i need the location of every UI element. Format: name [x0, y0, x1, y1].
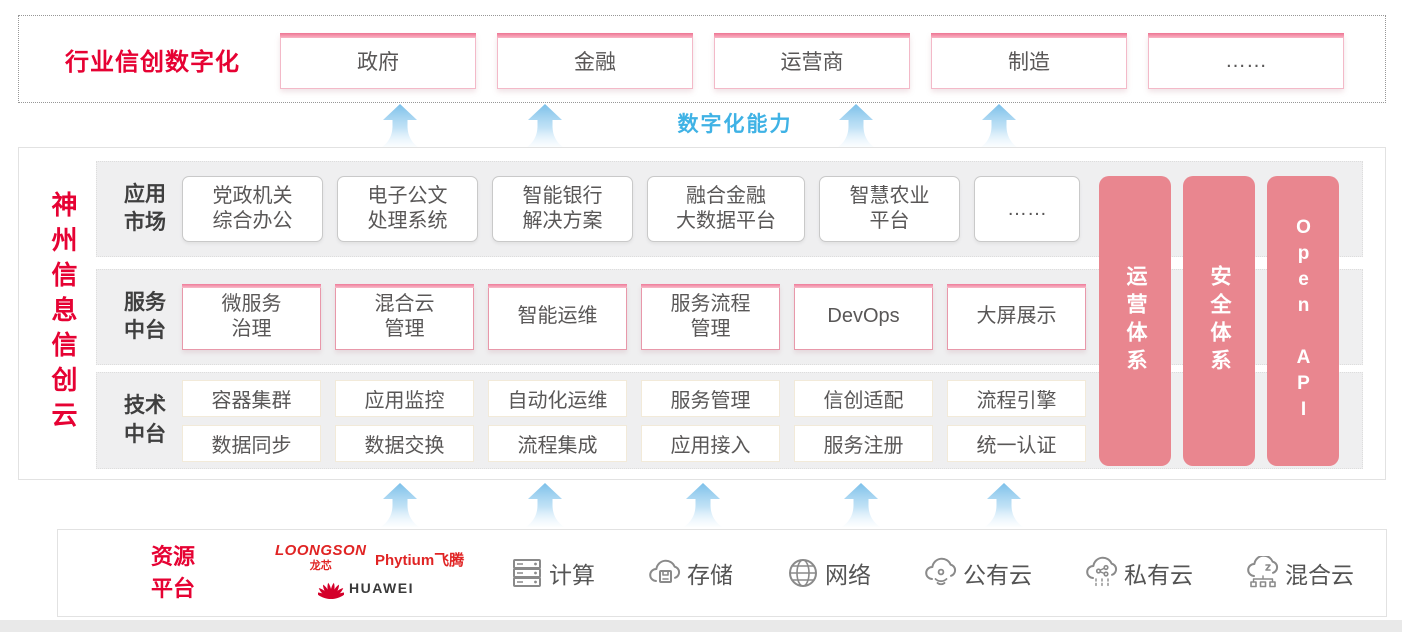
up-arrow-icon	[985, 483, 1023, 527]
tech-box-unified-auth: 统一认证	[947, 424, 1086, 462]
network-icon	[789, 559, 817, 587]
app-box-smart-bank: 智能银行 解决方案	[492, 176, 633, 242]
up-arrow-icon	[842, 483, 880, 527]
industry-box-government: 政府	[280, 33, 476, 89]
svc-box-intelligent-ops: 智能运维	[488, 284, 627, 350]
tech-box-app-access: 应用接入	[641, 424, 780, 462]
up-arrow-icon	[526, 483, 564, 527]
app-market-strip: 应用 市场 党政机关 综合办公 电子公文 处理系统 智能银行 解决方案 融合金融…	[96, 161, 1363, 257]
svc-box-devops: DevOps	[794, 284, 933, 350]
compute-icon	[513, 559, 541, 587]
tech-box-data-sync: 数据同步	[182, 424, 321, 462]
bottom-gray-strip	[0, 620, 1402, 632]
tech-platform-boxes: 容器集群 应用监控 自动化运维 服务管理 信创适配 流程引擎 数据同步 数据交换…	[182, 379, 1086, 462]
phytium-logo: Phytium飞腾	[375, 552, 465, 569]
resource-items: 计算 存储 网络 公有云	[510, 530, 1354, 616]
vendor-logos: LOONGSON 龙芯 Phytium飞腾 HUAWEI	[263, 536, 493, 612]
svc-box-microservice-governance: 微服务 治理	[182, 284, 321, 350]
app-market-label: 应用 市场	[124, 182, 166, 234]
resource-platform-panel: 资源 平台 LOONGSON 龙芯 Phytium飞腾 HUAWEI	[57, 529, 1387, 617]
loongson-logo: LOONGSON 龙芯	[275, 542, 367, 572]
platform-title: 神州信息信创云	[48, 191, 78, 436]
tech-box-data-exchange: 数据交换	[335, 424, 474, 462]
industry-digitalization-panel: 行业信创数字化 政府 金融 运营商 制造 ……	[18, 15, 1386, 103]
cloud-platform-panel: 神州信息信创云 应用 市场 党政机关 综合办公 电子公文 处理系统 智能银行 解…	[18, 147, 1386, 480]
capability-label: 数字化能力	[677, 113, 793, 136]
app-box-finance-bigdata: 融合金融 大数据平台	[647, 176, 805, 242]
app-box-party-office: 党政机关 综合办公	[182, 176, 323, 242]
industry-digitalization-label: 行业信创数字化	[65, 48, 240, 76]
huawei-flower-icon	[318, 582, 344, 600]
pillar-open-api: Open API	[1267, 176, 1339, 466]
tech-platform-label: 技术 中台	[124, 394, 166, 446]
tech-box-xinchuang-adaptation: 信创适配	[794, 379, 933, 417]
resource-platform-label: 资源 平台	[151, 544, 196, 601]
resource-item-network: 网络	[786, 556, 871, 590]
up-arrow-icon	[381, 483, 419, 527]
hybrid-cloud-icon	[1247, 556, 1279, 588]
svc-box-dashboard-display: 大屏展示	[947, 284, 1086, 350]
up-arrow-icon	[526, 104, 564, 148]
tech-box-process-engine: 流程引擎	[947, 379, 1086, 417]
industry-box-operator: 运营商	[714, 33, 910, 89]
public-cloud-icon	[925, 557, 957, 586]
resource-item-private-cloud: 私有云	[1085, 556, 1193, 590]
svc-box-service-process-mgmt: 服务流程 管理	[641, 284, 780, 350]
industry-list: 政府 金融 运营商 制造 ……	[280, 33, 1344, 89]
up-arrow-icon	[381, 104, 419, 148]
industry-box-more: ……	[1148, 33, 1344, 89]
resource-item-storage: 存储	[648, 556, 733, 590]
up-arrow-icon	[980, 104, 1018, 148]
up-arrow-icon	[684, 483, 722, 527]
tech-box-app-monitoring: 应用监控	[335, 379, 474, 417]
svc-box-hybrid-cloud-mgmt: 混合云 管理	[335, 284, 474, 350]
pillar-operations-system: 运营体系	[1099, 176, 1171, 466]
resource-item-public-cloud: 公有云	[924, 556, 1032, 590]
app-market-boxes: 党政机关 综合办公 电子公文 处理系统 智能银行 解决方案 融合金融 大数据平台…	[182, 176, 1080, 242]
tech-box-auto-ops: 自动化运维	[488, 379, 627, 417]
app-box-more: ……	[974, 176, 1080, 242]
tech-box-service-mgmt: 服务管理	[641, 379, 780, 417]
tech-platform-strip: 技术 中台 容器集群 应用监控 自动化运维 服务管理 信创适配 流程引擎 数据同…	[96, 372, 1363, 469]
resource-item-compute: 计算	[510, 556, 595, 590]
tech-box-container-cluster: 容器集群	[182, 379, 321, 417]
app-box-edoc-system: 电子公文 处理系统	[337, 176, 478, 242]
tech-box-process-integration: 流程集成	[488, 424, 627, 462]
resource-item-hybrid-cloud: 混合云	[1246, 556, 1354, 590]
app-box-smart-agriculture: 智慧农业 平台	[819, 176, 960, 242]
huawei-logo: HUAWEI	[318, 576, 414, 600]
service-platform-strip: 服务 中台 微服务 治理 混合云 管理 智能运维 服务流程 管理 DevOps …	[96, 269, 1363, 365]
industry-box-finance: 金融	[497, 33, 693, 89]
private-cloud-icon	[1086, 556, 1118, 587]
storage-icon	[649, 559, 681, 583]
pillar-security-system: 安全体系	[1183, 176, 1255, 466]
up-arrow-icon	[837, 104, 875, 148]
service-platform-boxes: 微服务 治理 混合云 管理 智能运维 服务流程 管理 DevOps 大屏展示	[182, 284, 1086, 350]
tech-box-service-registry: 服务注册	[794, 424, 933, 462]
service-platform-label: 服务 中台	[124, 290, 166, 342]
industry-box-manufacturing: 制造	[931, 33, 1127, 89]
